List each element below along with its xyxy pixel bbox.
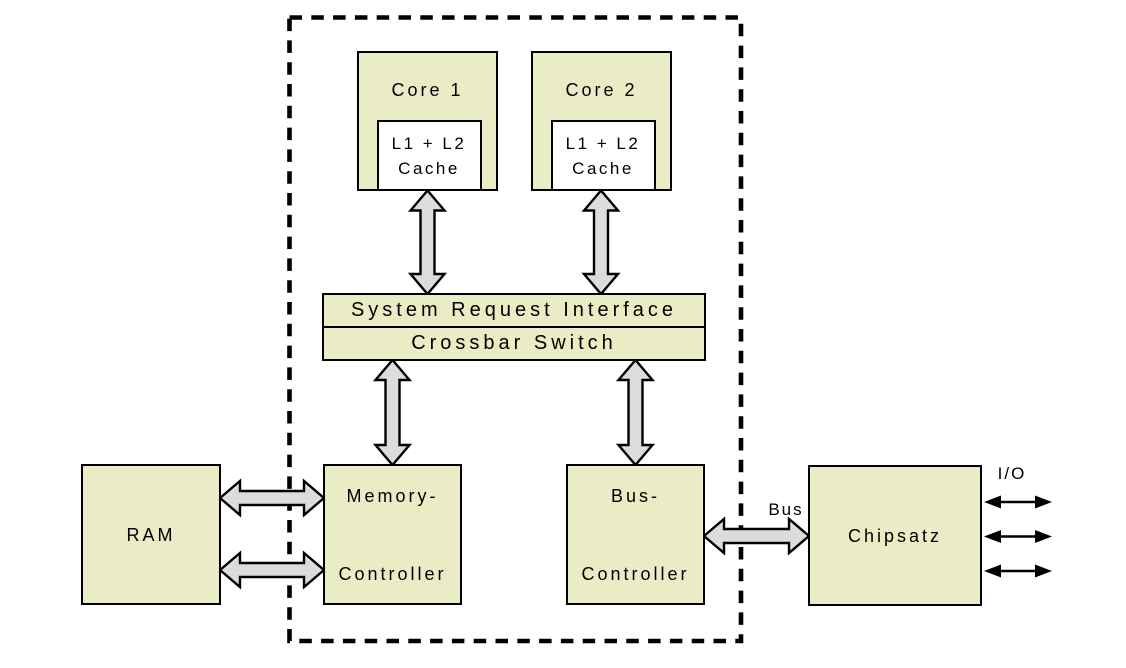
node-bus-controller: Bus- Controller	[566, 464, 705, 605]
sri-label: System Request Interface	[350, 299, 678, 321]
memctrl-line1: Memory-	[346, 485, 439, 506]
cache1-line2: Cache	[398, 158, 460, 178]
node-cache2: L1 + L2 Cache	[550, 120, 656, 191]
node-crossbar-switch: Crossbar Switch	[324, 328, 704, 359]
arrow-ram-memctrl-lower	[218, 550, 326, 590]
arrow-ram-memctrl-upper	[218, 478, 326, 518]
memctrl-line2: Controller	[338, 563, 447, 584]
node-cache1: L1 + L2 Cache	[376, 120, 482, 191]
cpu-die-boundary	[287, 15, 744, 644]
core2-label: Core 2	[565, 80, 638, 100]
chipsatz-label: Chipsatz	[847, 525, 943, 546]
node-system-request-interface: System Request Interface	[324, 295, 704, 328]
node-interface-bars: System Request Interface Crossbar Switch	[322, 293, 706, 361]
ram-label: RAM	[126, 524, 176, 545]
arrow-busctrl-chipsatz	[702, 516, 811, 556]
busctrl-line2: Controller	[581, 563, 690, 584]
cache2-line2: Cache	[572, 158, 634, 178]
node-memory-controller: Memory- Controller	[323, 464, 462, 605]
crossbar-label: Crossbar Switch	[411, 332, 617, 354]
arrow-cache2-sri	[581, 188, 621, 296]
node-chipsatz: Chipsatz	[808, 465, 982, 606]
io-arrow-3	[984, 564, 1052, 578]
cache2-line1: L1 + L2	[565, 133, 641, 153]
io-label: I/O	[997, 464, 1027, 483]
cache1-line1: L1 + L2	[391, 133, 467, 153]
busctrl-line1: Bus-	[610, 485, 660, 506]
core1-label: Core 1	[391, 80, 464, 100]
node-ram: RAM	[81, 464, 221, 605]
bus-label: Bus	[768, 500, 804, 519]
io-arrow-1	[984, 495, 1052, 509]
io-arrow-2	[984, 530, 1052, 543]
arrow-cache1-sri	[407, 188, 448, 296]
